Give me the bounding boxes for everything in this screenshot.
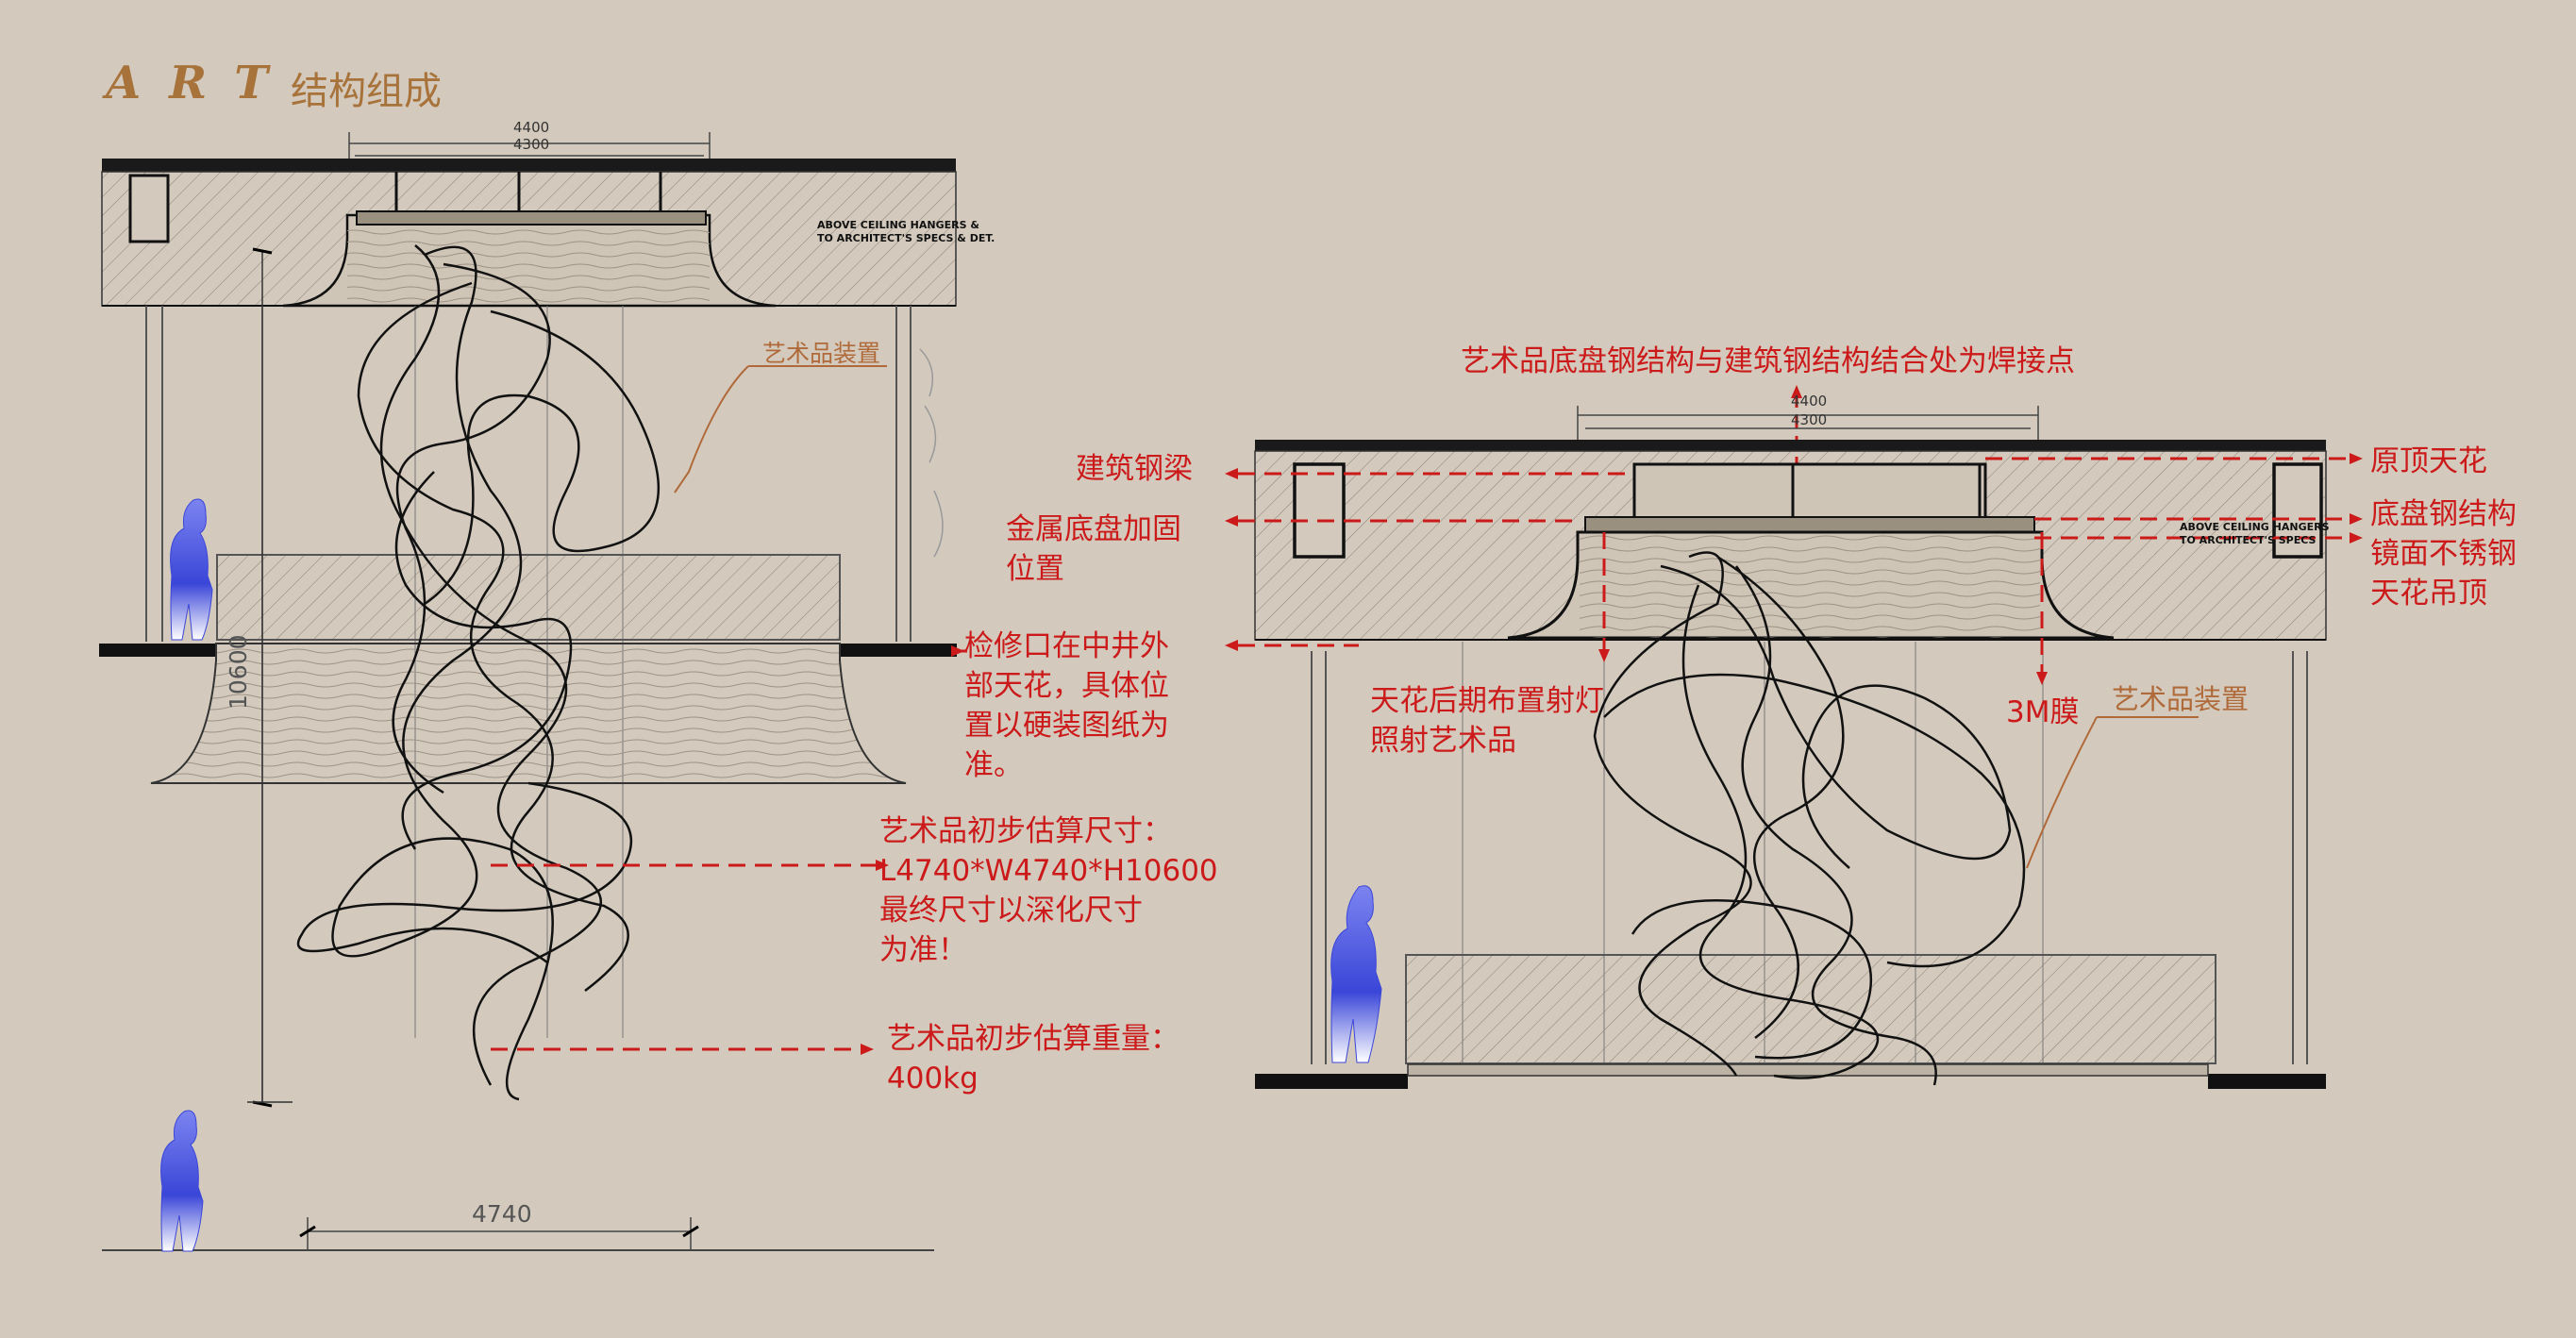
label-base-steel: 底盘钢结构 bbox=[2370, 497, 2517, 531]
art-logo-word: ART bbox=[106, 57, 297, 109]
installation-label: 艺术品装置 bbox=[762, 340, 881, 367]
note-estimated-weight: 艺术品初步估算重量： 400kg bbox=[887, 1022, 1179, 1095]
dim-top-inner: 4300 bbox=[513, 136, 550, 153]
dim-height-label: 10600 bbox=[225, 634, 252, 710]
ceiling-note-right: ABOVE CEILING HANGERS TO ARCHITECT'S SPE… bbox=[2180, 521, 2330, 546]
dim-top-inner-right: 4300 bbox=[1791, 411, 1828, 428]
label-steel-beam: 建筑钢梁 bbox=[1076, 452, 1193, 486]
note-access-panel: 检修口在中井外 部天花，具体位 置以硬装图纸为 准。 bbox=[964, 629, 1169, 782]
label-base-reinforce: 金属底盘加固 位置 bbox=[1006, 512, 1181, 586]
label-original-ceiling: 原顶天花 bbox=[2370, 444, 2487, 478]
right-elevation bbox=[1225, 385, 2363, 1089]
label-3m-film: 3M膜 bbox=[2006, 695, 2080, 729]
installation-label-right: 艺术品装置 bbox=[2112, 683, 2250, 715]
human-figure-icon bbox=[170, 498, 213, 641]
human-figure-icon bbox=[1330, 885, 1382, 1063]
dim-width-label: 4740 bbox=[472, 1200, 532, 1228]
label-spotlight: 天花后期布置射灯 照射艺术品 bbox=[1370, 684, 1604, 758]
ceiling-note: ABOVE CEILING HANGERS & TO ARCHITECT'S S… bbox=[817, 219, 995, 244]
human-figure-icon bbox=[160, 1110, 204, 1252]
left-elevation bbox=[99, 132, 967, 1251]
section-subtitle: 结构组成 bbox=[291, 70, 442, 113]
welding-note: 艺术品底盘钢结构与建筑钢结构结合处为焊接点 bbox=[1461, 344, 2075, 378]
dim-top-outer-right: 4400 bbox=[1791, 393, 1828, 410]
dim-top-outer: 4400 bbox=[513, 119, 550, 136]
note-estimated-size: 艺术品初步估算尺寸： L4740*W4740*H10600 最终尺寸以深化尺寸 … bbox=[879, 814, 1218, 967]
label-mirror-ceiling: 镜面不锈钢 天花吊顶 bbox=[2370, 537, 2517, 610]
